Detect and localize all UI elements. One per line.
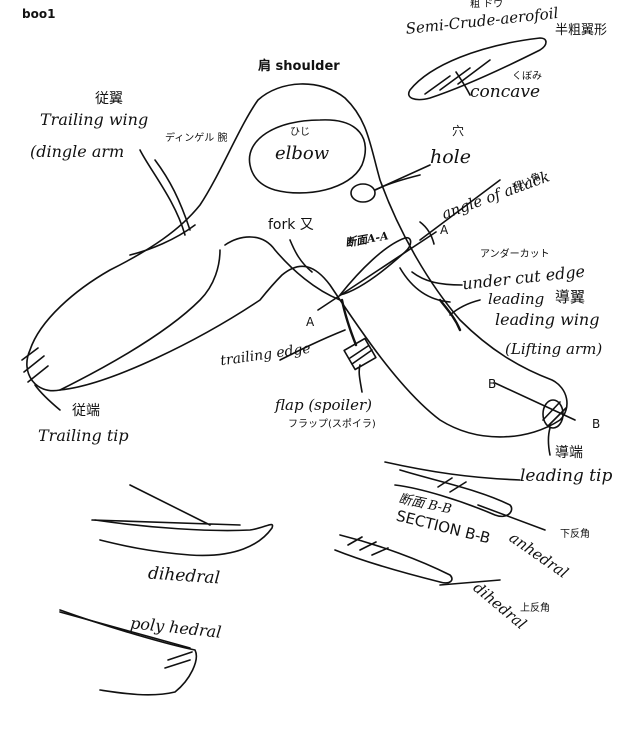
a-lower-label: A: [306, 315, 315, 329]
bb-lower-profile: [334, 534, 453, 584]
trailing-tip-jp-label: 従端: [72, 403, 100, 419]
b-lower-label: B: [592, 417, 601, 431]
trailing-edge-line: [340, 298, 358, 347]
diagram-title: 肩 shoulder: [258, 59, 340, 74]
leading-wing-label: leading wing: [495, 310, 600, 329]
elbow-hole-link: [374, 164, 431, 191]
elbow-ellipse: [248, 119, 367, 194]
elbow-label: elbow: [275, 143, 330, 164]
under-cut-curve: [399, 267, 451, 303]
boomerang-outline: [26, 83, 568, 438]
trailing-tip-label: Trailing tip: [38, 426, 129, 445]
flap-arrow: [358, 364, 363, 393]
dingle-arm-jp-label: ディンゲル 腕: [165, 133, 228, 144]
trailing-wing-label: Trailing wing: [40, 110, 149, 129]
concave-jp-label: くぼみ: [512, 71, 542, 82]
dihedral-label: dihedral: [147, 563, 221, 589]
under-cut-jp-label: アンダーカット: [480, 249, 550, 260]
b-upper-label: B: [488, 377, 497, 391]
fork-arrow: [289, 239, 313, 273]
lifting-arm-label: (Lifting arm): [505, 340, 603, 358]
section-b-line: [494, 382, 576, 421]
undercut-arrow: [411, 271, 463, 286]
leading-wing-arrow: [449, 299, 481, 316]
trailing-tip-hatch: [21, 347, 49, 383]
page-id: boo1: [22, 7, 56, 21]
angle-of-attack-line: [419, 179, 501, 241]
trailing-wing-arrow: [154, 159, 191, 231]
flap-jp-label: フラップ(スポイラ): [288, 419, 376, 430]
flap-hatch: [349, 345, 373, 365]
semi-crude-hatch: [424, 59, 491, 95]
fork-inner-line: [224, 236, 341, 301]
elbow-jp-label: ひじ: [290, 127, 310, 138]
dingle-arm-label: (dingle arm: [30, 142, 125, 161]
trailing-wing-inner: [59, 249, 221, 391]
concave-arrow: [455, 71, 471, 96]
semi-crude-jp2-label: 半粗翼形: [555, 23, 608, 38]
fork-label: fork 又: [268, 217, 314, 233]
bb-hatch: [347, 477, 467, 556]
leading-edge-label: leading: [488, 290, 545, 308]
semi-crude-jp-label: 粗 ドウ: [470, 0, 504, 10]
dihedral-lines: [91, 484, 241, 526]
bb-profile-upper: [394, 469, 513, 518]
section-aa-profile: [339, 236, 412, 296]
leading-wing-jp-label: 導翼: [555, 288, 586, 306]
polyhedral-profile: [59, 609, 197, 696]
trailing-wing-jp-label: 従翼: [95, 91, 123, 107]
bb-dihedral-line: [439, 579, 501, 586]
dihedral-profile: [94, 519, 274, 557]
trailing-edge-arrow: [279, 329, 346, 361]
flap-box: [343, 337, 377, 371]
section-a-line: [317, 231, 437, 311]
concave-label: concave: [470, 82, 541, 102]
bb-profile-top: [384, 461, 521, 481]
semi-crude-profile: [408, 37, 547, 101]
polyhedral-lines: [59, 611, 193, 669]
hole-jp-label: 穴: [452, 124, 465, 138]
anhedral-jp-label: 下反角: [560, 529, 590, 540]
leading-tip-jp-label: 導端: [555, 445, 583, 461]
trailing-tip-arrow: [34, 384, 61, 411]
hole-label: hole: [430, 146, 471, 168]
a-upper-label: A: [440, 223, 449, 237]
dingle-arm-arrow: [139, 149, 186, 236]
dihedral-b-jp-label: 上反角: [520, 603, 550, 614]
flap-label: flap (spoiler): [275, 396, 372, 414]
hole-circle: [350, 183, 376, 203]
angle-arc: [419, 221, 435, 245]
leading-tip-arrow: [547, 427, 551, 456]
leading-tip-label: leading tip: [520, 466, 613, 486]
bb-anhedral-line: [477, 504, 546, 531]
